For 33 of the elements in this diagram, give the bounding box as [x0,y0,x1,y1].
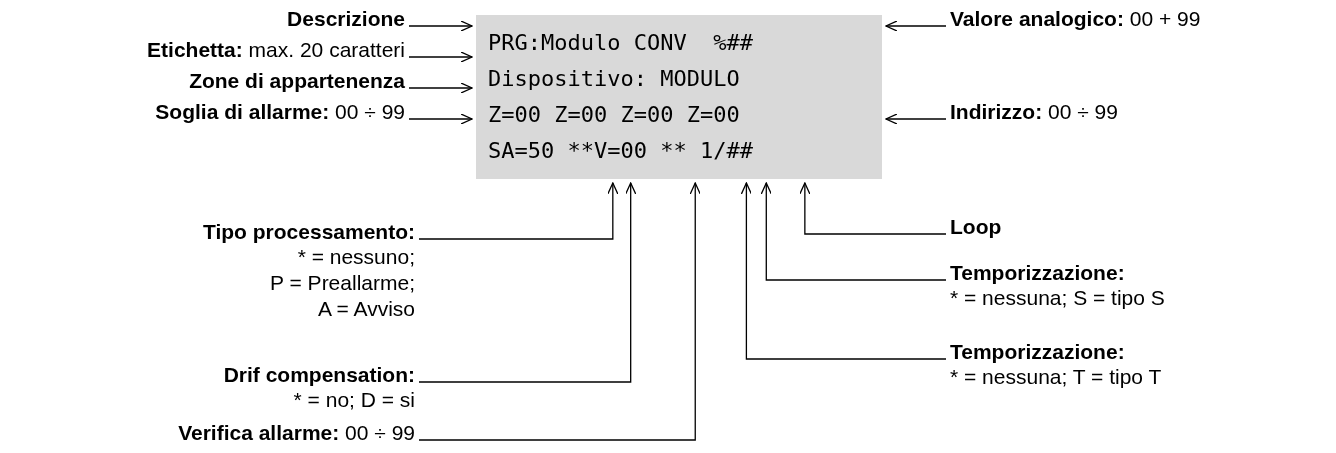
annotation-label: Valore analogico: 00 + 99 [950,6,1201,31]
annotation-heading: Temporizzazione: [950,339,1126,364]
display-text: Dispositivo: MODULO [488,65,740,93]
leader-arrow [418,182,701,441]
leader-arrow [408,20,473,32]
leader-arrow [760,182,947,281]
leader-arrow [408,82,473,94]
display-text: PRG:Modulo CONV %## [488,29,753,57]
annotation-label: Zone di appartenenza [189,68,405,93]
annotation-note: * = no; D = si [292,387,415,413]
annotation-note: * = nessuno; P = Preallarme; A = Avviso [269,244,415,322]
annotation-heading: Temporizzazione: [950,260,1126,285]
annotation-note: * = nessuna; S = tipo S [950,285,1165,311]
annotation-note: * = nessuna; T = tipo T [950,364,1162,390]
leader-arrow [408,113,473,125]
leader-arrow [885,113,947,125]
leader-arrow [799,182,947,235]
annotation-heading: Tipo processamento: [203,219,415,244]
display-text: SA=50 **V=00 ** 1/## [488,137,753,165]
annotation-heading: Drif compensation: [223,362,415,387]
leader-arrow [408,51,473,63]
leader-arrow [740,182,947,360]
display-text: Z=00 Z=00 Z=00 Z=00 [488,101,740,129]
leader-arrow [885,20,947,32]
annotation-label: Indirizzo: 00 ÷ 99 [950,99,1118,124]
annotation-label: Descrizione [287,6,405,31]
annotation-label: Loop [950,214,1002,239]
leader-arrow [418,182,637,383]
annotation-label: Soglia di allarme: 00 ÷ 99 [155,99,405,124]
leader-arrow [418,182,619,240]
lcd-display [476,15,882,179]
annotation-label: Verifica allarme: 00 ÷ 99 [178,420,415,445]
annotation-label: Etichetta: max. 20 caratteri [147,37,405,62]
